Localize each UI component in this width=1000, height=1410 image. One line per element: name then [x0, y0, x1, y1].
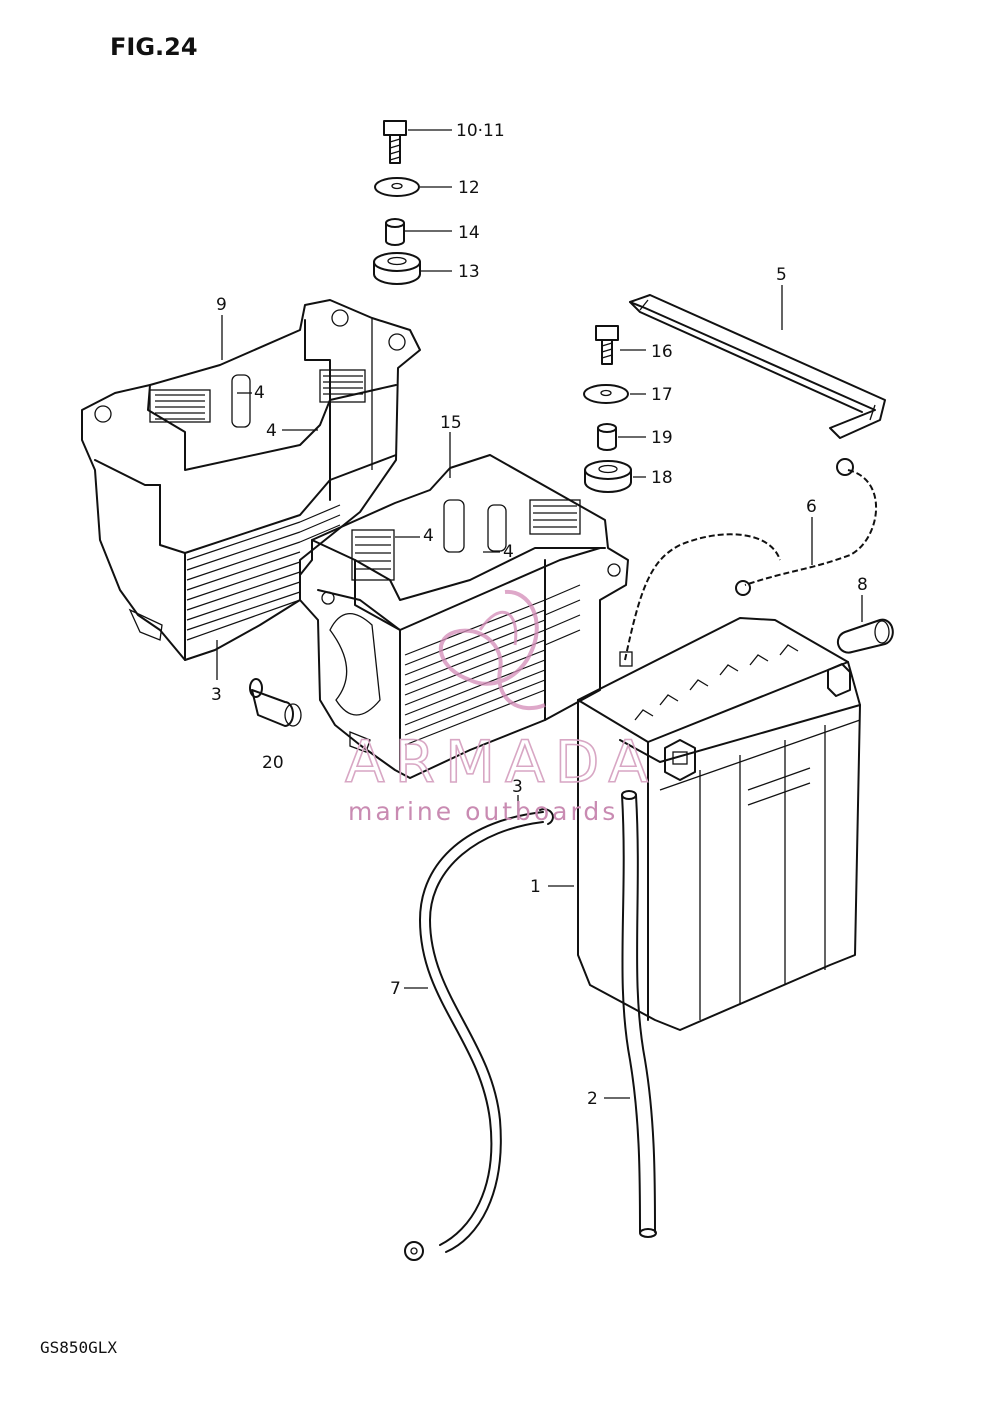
callout-1: 1 — [530, 877, 541, 897]
watermark-logo — [438, 589, 546, 711]
watermark-brand: ARMADA — [345, 728, 658, 796]
bolt-16 — [595, 325, 619, 365]
washer-12 — [374, 177, 420, 197]
washer-17 — [583, 384, 629, 404]
watermark: ARMADA marine outboards — [344, 589, 658, 826]
callout-6: 6 — [806, 497, 817, 517]
callout-2: 2 — [587, 1089, 598, 1109]
callout-18: 18 — [651, 468, 673, 488]
ground-cable-7 — [404, 808, 554, 1261]
breather-wire-6 — [619, 458, 877, 667]
callout-3-b: 3 — [512, 777, 523, 797]
breather-tube-2 — [621, 790, 657, 1238]
callout-15: 15 — [440, 413, 462, 433]
grommet-13 — [373, 252, 421, 285]
callout-19: 19 — [651, 428, 673, 448]
terminal-cap-8 — [836, 618, 894, 654]
callout-16: 16 — [651, 342, 673, 362]
callout-17: 17 — [651, 385, 673, 405]
callout-9: 9 — [216, 295, 227, 315]
callout-7: 7 — [390, 979, 401, 999]
collar-19 — [597, 423, 617, 451]
collar-20 — [249, 678, 302, 727]
callout-3-a: 3 — [211, 685, 222, 705]
grommet-18 — [584, 460, 632, 493]
callout-4-c: 4 — [423, 526, 434, 546]
callout-14: 14 — [458, 223, 480, 243]
battery-holder-15 — [299, 454, 629, 779]
callout-4-a: 4 — [254, 383, 265, 403]
battery-1 — [577, 617, 861, 1031]
callout-4-d: 4 — [503, 542, 514, 562]
figure-title: FIG.24 — [110, 33, 198, 61]
bolt-10-11 — [383, 120, 407, 164]
callout-12: 12 — [458, 178, 480, 198]
collar-14 — [385, 218, 405, 246]
model-code: GS850GLX — [40, 1338, 117, 1357]
callout-10-11: 10·11 — [456, 121, 505, 141]
callout-8: 8 — [857, 575, 868, 595]
battery-case-9 — [81, 299, 421, 661]
battery-band-5 — [629, 294, 886, 439]
callout-20: 20 — [262, 753, 284, 773]
callout-13: 13 — [458, 262, 480, 282]
watermark-tagline: marine outboards — [348, 797, 618, 826]
callout-4-b: 4 — [266, 421, 277, 441]
callout-5: 5 — [776, 265, 787, 285]
